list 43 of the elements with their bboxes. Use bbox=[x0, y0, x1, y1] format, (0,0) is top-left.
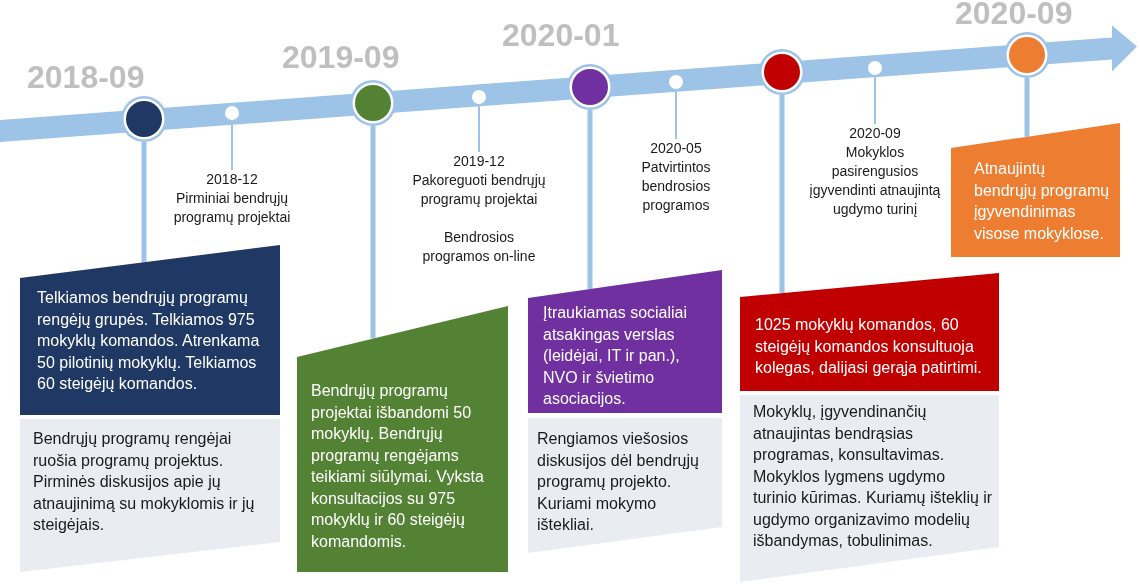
leader-line bbox=[675, 88, 677, 140]
caption-text: Patvirtintos bendrosios programos bbox=[640, 158, 712, 215]
milestone-circle bbox=[567, 64, 613, 110]
caption-text: Bendrosios programos on-line bbox=[421, 228, 537, 266]
card-text: Bendrųjų programų rengėjai ruošia programų projektus. Pirminės diskusijos apie jų atnaujinimą su mokyklomis ir jų steigėjais. bbox=[33, 429, 256, 535]
caption-text: Mokyklos pasirengusios įgyvendinti atnaujintą ugdymo turinį bbox=[808, 143, 942, 219]
milestone-circle bbox=[121, 96, 167, 142]
year-label: 2020-01 bbox=[502, 22, 620, 48]
date-label: 2020-05 bbox=[649, 139, 703, 158]
timeline-dot bbox=[868, 61, 882, 75]
milestone-circle bbox=[759, 49, 805, 95]
card-text: Rengiamos viešosios diskusijos dėl bendrųjų programų projekto. Kuriami mokymo ištekliai. bbox=[537, 429, 700, 535]
leader-line bbox=[478, 103, 480, 153]
date-label: 2019-12 bbox=[452, 152, 506, 171]
event-card bbox=[740, 273, 999, 391]
event-card bbox=[528, 270, 722, 413]
timeline-dot bbox=[225, 106, 239, 120]
connector-line bbox=[1024, 78, 1030, 137]
card-text: Įtraukiamas socialiai atsakingas verslas (leidėjai, IT ir pan.), NVO ir švietimo asociacijos. bbox=[543, 303, 689, 409]
event-card bbox=[297, 306, 508, 572]
card-text: Bendrųjų programų projektai išbandomi 50 mokyklų. Bendrųjų programų rengėjams teikiami siūlymai. Vyksta konsultacijos su 975 mokyklų ir 60 steigėjų komandomis. bbox=[311, 381, 485, 552]
year-label: 2018-09 bbox=[27, 64, 145, 90]
connector-line bbox=[779, 95, 785, 294]
timeline-dot bbox=[472, 90, 486, 104]
year-label: 2020-09 bbox=[955, 0, 1073, 26]
card-text: Mokyklų, įgyvendinančių atnaujintas bendrąsias programas, konsultavimas. Mokyklos lygmens ugdymo turinio kūrimas. Kuriamų išteklių ir ugdymo organizavimo modelių išbandymas, tobulinimas. bbox=[753, 402, 993, 551]
leader-line bbox=[874, 74, 876, 125]
milestone-circle bbox=[350, 80, 396, 126]
date-label: 2018-12 bbox=[205, 170, 259, 189]
card-text: 1025 mokyklų komandos, 60 steigėjų komandos konsultuoja kolegas, dalijasi gerąja patirtimi. bbox=[755, 315, 983, 378]
card-text: Telkiamos bendrųjų programų rengėjų grupės. Telkiamos 975 mokyklų komandos. Atrenkama 50 pilotinių mokyklų. Telkiamos 60 steigėjų komandos. bbox=[37, 288, 261, 394]
event-card bbox=[20, 245, 280, 415]
caption-text: Pakoreguoti bendrųjų programų projektai bbox=[411, 171, 547, 209]
connector-line bbox=[587, 110, 593, 290]
date-label: 2020-09 bbox=[848, 124, 902, 143]
card-text: Atnaujintų bendrųjų programų įgyvendinimas visose mokyklose. bbox=[974, 159, 1111, 244]
caption-text: Pirminiai bendrųjų programų projektai bbox=[172, 189, 292, 227]
timeline-dot bbox=[669, 75, 683, 89]
connector-line bbox=[370, 126, 376, 339]
connector-line bbox=[141, 142, 147, 263]
event-card bbox=[951, 123, 1120, 257]
milestone-circle bbox=[1004, 32, 1050, 78]
year-label: 2019-09 bbox=[282, 44, 400, 70]
